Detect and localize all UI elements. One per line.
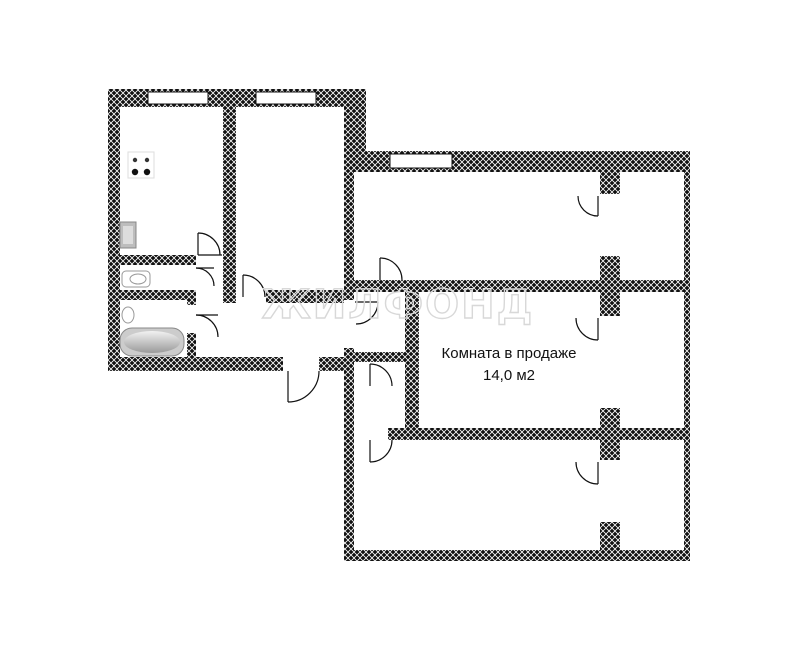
door-entrance (287, 370, 320, 403)
interior-walls (120, 107, 684, 550)
door-balcony-1 (577, 195, 599, 217)
door-balcony-2 (575, 317, 599, 341)
wall-openings (187, 194, 620, 522)
window-room-2 (389, 153, 453, 169)
doors (195, 195, 599, 485)
toilet-icon (121, 270, 151, 288)
window-room-1 (255, 91, 317, 105)
fixtures (119, 151, 185, 357)
door-featured-room (355, 301, 379, 325)
window-kitchen (147, 91, 209, 105)
featured-room-label: Комната в продаже (442, 345, 577, 362)
door-room-2 (379, 257, 403, 281)
door-closet (369, 363, 393, 387)
door-bathroom (195, 314, 219, 338)
door-balcony-3 (575, 461, 599, 485)
watermark-text: ЖИЛФОНД (262, 282, 534, 328)
bathtub-icon (119, 327, 185, 357)
windows (147, 91, 453, 169)
door-room-3 (369, 439, 393, 463)
door-room-1 (242, 274, 266, 298)
washbasin-icon (121, 306, 135, 324)
door-toilet (195, 267, 215, 287)
door-kitchen (197, 232, 222, 256)
featured-room-area: 14,0 м2 (483, 367, 535, 384)
stove-icon (127, 151, 155, 179)
kitchen-sink-icon (119, 221, 137, 249)
